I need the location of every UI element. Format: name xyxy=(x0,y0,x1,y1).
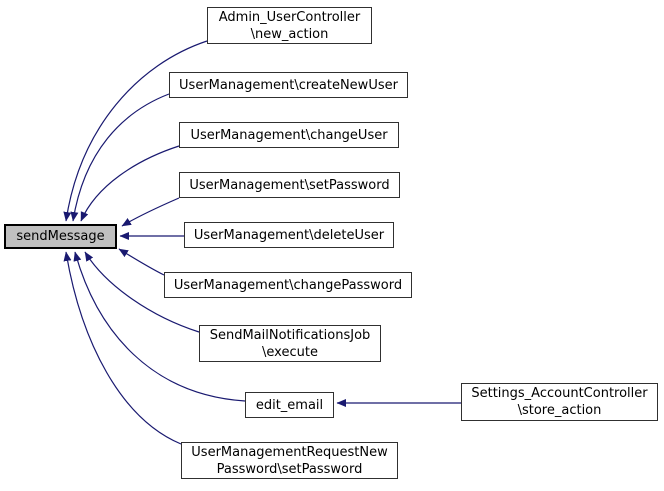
edge-edit-email-to-sendmessage xyxy=(73,251,246,402)
node-usermanagement-setpassword[interactable]: UserManagement\setPassword xyxy=(179,172,400,198)
edge-admin-usercontroller-new-action-to-sendmessage xyxy=(63,40,208,222)
edge-changeuser-to-sendmessage xyxy=(80,145,180,222)
node-sendmessage: sendMessage xyxy=(4,224,117,249)
node-admin-usercontroller-new-action[interactable]: Admin_UserController \new_action xyxy=(207,7,372,44)
edge-sendmailnotificationsjob-execute-to-sendmessage xyxy=(84,251,200,333)
node-edit-email[interactable]: edit_email xyxy=(245,392,334,418)
node-settings-accountcontroller-store-action[interactable]: Settings_AccountController \store_action xyxy=(461,383,658,421)
node-usermanagementrequestnewpassword-setpassword[interactable]: UserManagementRequestNew Password\setPas… xyxy=(181,442,398,479)
edge-createnewuser-to-sendmessage xyxy=(70,93,170,222)
node-sendmailnotificationsjob-execute[interactable]: SendMailNotificationsJob \execute xyxy=(199,325,381,362)
node-usermanagement-createnewuser[interactable]: UserManagement\createNewUser xyxy=(169,72,408,98)
edge-setpassword-to-sendmessage xyxy=(121,197,180,227)
edge-changepassword-to-sendmessage xyxy=(118,248,165,276)
edge-usermanagementrequestnewpassword-to-sendmessage xyxy=(63,251,182,445)
node-usermanagement-deleteuser[interactable]: UserManagement\deleteUser xyxy=(184,222,394,248)
node-usermanagement-changepassword[interactable]: UserManagement\changePassword xyxy=(164,272,412,298)
node-usermanagement-changeuser[interactable]: UserManagement\changeUser xyxy=(179,122,399,148)
